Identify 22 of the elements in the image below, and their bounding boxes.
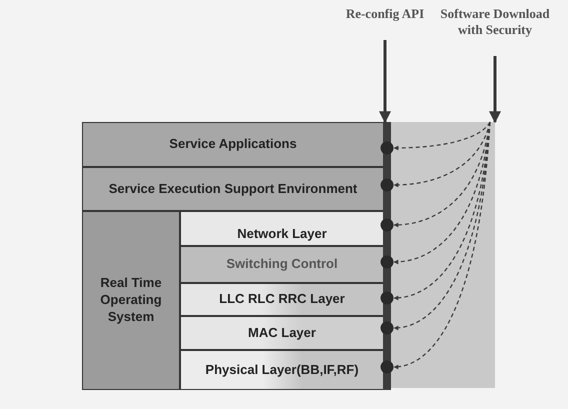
layer-box: MAC Layer (180, 316, 384, 350)
dashed-arrow (394, 122, 491, 228)
arrow (489, 56, 501, 124)
arrow (379, 40, 391, 124)
interface-dot (380, 360, 394, 374)
layer-box: Service Applications (82, 122, 384, 167)
interface-dot (380, 141, 394, 155)
interface-dot (380, 255, 394, 269)
layer-box: Switching Control (180, 246, 384, 283)
interface-label: Re-config API (345, 6, 425, 38)
layer-box: Real Time Operating System (82, 211, 180, 390)
interface-dot (380, 218, 394, 232)
dashed-arrow (394, 122, 490, 150)
layer-box: Service Execution Support Environment (82, 167, 384, 211)
interface-dot (380, 178, 394, 192)
interface-dot (380, 291, 394, 305)
interface-dot (380, 321, 394, 335)
layer-box: Network Layer (180, 211, 384, 246)
layer-box: Physical Layer(BB,IF,RF) (180, 350, 384, 390)
dashed-arrow (394, 122, 491, 188)
interface-label: Software Download with Security (440, 6, 550, 54)
layer-box: LLC RLC RRC Layer (180, 283, 384, 316)
